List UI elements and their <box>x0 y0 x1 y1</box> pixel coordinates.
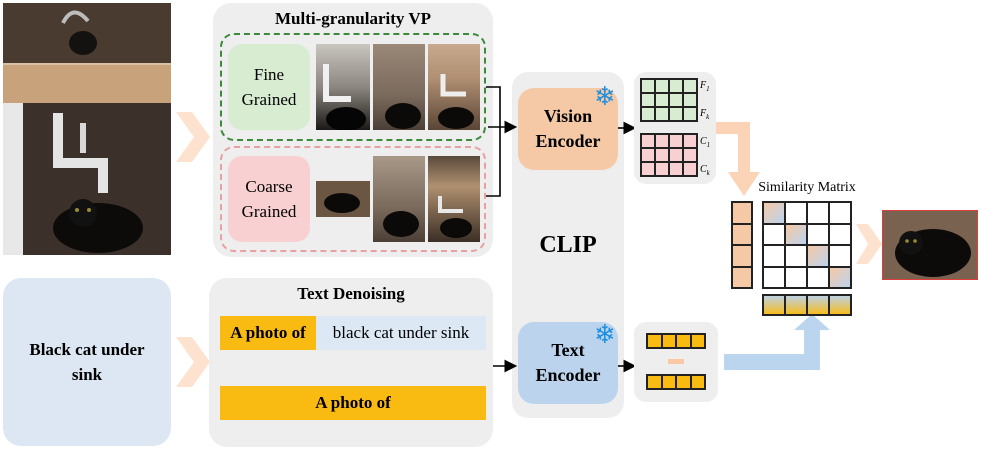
coarse-feature-grid <box>640 133 698 177</box>
prompt-prefix-token: A photo of <box>220 316 316 350</box>
fine-crop-3 <box>428 44 480 130</box>
coarse-crop-2 <box>373 156 425 242</box>
similarity-matrix <box>762 201 852 289</box>
similarity-row-features <box>731 201 753 289</box>
similarity-title: Similarity Matrix <box>758 180 856 195</box>
text-feature-row-2 <box>646 374 706 390</box>
chevron-arrow-icon <box>176 112 210 162</box>
fine-crop-2 <box>373 44 425 130</box>
similarity-col-features <box>762 294 852 316</box>
vision-encoder: Vision Encoder <box>518 88 618 170</box>
text-denoising-title: Text Denoising <box>297 284 405 303</box>
fine-grained-label: Fine Grained <box>228 44 310 130</box>
minus-sign <box>668 359 684 364</box>
snowflake-icon: ❄ <box>594 320 616 350</box>
c1-label: C1 <box>700 136 711 149</box>
vp-title: Multi-granularity VP <box>275 9 431 28</box>
output-image <box>882 210 978 280</box>
fine-crop-1 <box>316 44 370 130</box>
fk-label: Fk <box>700 108 710 121</box>
input-text: Black cat under sink <box>3 278 171 446</box>
prompt-class-token: black cat under sink <box>316 316 486 350</box>
chevron-arrow-icon <box>176 337 210 387</box>
coarse-grained-label: Coarse Grained <box>228 156 310 242</box>
prompt-only-token: A photo of <box>220 386 486 420</box>
orange-flow-arrow <box>716 122 760 196</box>
coarse-crop-1 <box>316 181 370 217</box>
fine-feature-grid <box>640 78 698 122</box>
text-feature-row-1 <box>646 333 706 349</box>
snowflake-icon: ❄ <box>594 82 616 112</box>
fine-grained-group <box>220 33 486 141</box>
coarse-crop-3 <box>428 156 480 242</box>
ck-label: Ck <box>700 164 710 177</box>
f1-label: F1 <box>700 80 710 93</box>
output-chevron-icon <box>856 224 882 264</box>
text-encoder: Text Encoder <box>518 322 618 404</box>
clip-label: CLIP <box>539 232 597 258</box>
input-image <box>3 3 171 255</box>
input-image-drawing <box>3 3 171 255</box>
coarse-grained-group <box>220 146 486 252</box>
blue-flow-arrow <box>724 314 830 370</box>
